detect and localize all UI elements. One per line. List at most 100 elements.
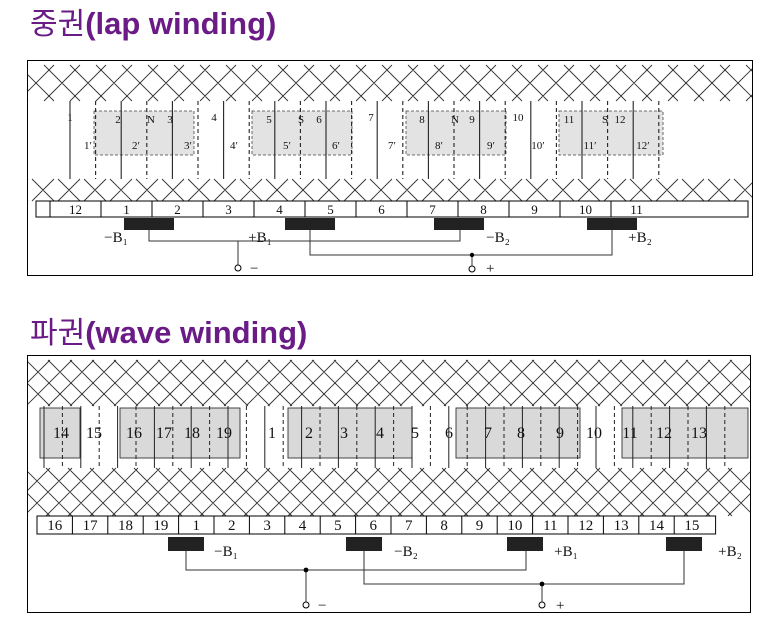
lap-coil-label: 3 [167, 114, 173, 126]
wave-bottom-end-connections [28, 467, 750, 517]
wave-pole-2 [119, 407, 241, 459]
wave-commutator-segment: 1 [193, 518, 201, 534]
wave-coil-label: 17 [156, 425, 172, 442]
lap-coil-label: 1 [67, 112, 73, 124]
lap-coil-label: 6′ [332, 140, 340, 152]
lap-coil-label: S [298, 114, 304, 126]
lap-coil-label: 10′ [531, 140, 544, 152]
lap-brush-1 [124, 218, 174, 230]
lap-coil-label: 5′ [283, 140, 291, 152]
lap-pole-1 [93, 110, 195, 156]
wave-coil-label: 19 [216, 425, 232, 442]
lap-brush-4 [587, 218, 637, 230]
lap-coil-label: 12′ [636, 140, 649, 152]
wave-title-english: (wave winding) [85, 315, 308, 350]
wave-coil-label: 6 [445, 425, 453, 442]
lap-commutator-segment: 12 [69, 202, 82, 217]
lap-positive-terminal [468, 265, 476, 273]
wave-coil-label: 10 [586, 425, 602, 442]
wave-brush-label: −B₁ [214, 544, 238, 560]
lap-bottom-end-connections [28, 178, 752, 202]
wave-commutator-segment: 7 [405, 518, 413, 534]
wave-title-korean: 파권 [30, 316, 86, 351]
wave-commutator-segment: 3 [263, 518, 271, 534]
wave-brush-label: +B₁ [554, 544, 578, 560]
lap-coil-label: S [602, 114, 608, 126]
lap-pole-2 [251, 110, 353, 156]
wave-coil-label: 14 [53, 425, 69, 442]
lap-coil-label: 11 [564, 114, 575, 126]
wave-commutator-segment: 16 [47, 518, 63, 534]
wave-pole-1 [39, 407, 81, 459]
lap-commutator-segment: 8 [480, 202, 487, 217]
lap-coil-label: 8 [419, 114, 425, 126]
wave-coil-label: 5 [411, 425, 419, 442]
wave-negative-wire [185, 551, 527, 602]
wave-coil-label: 16 [126, 425, 142, 442]
wave-coil-label: 4 [376, 425, 384, 442]
wave-commutator-segment: 11 [543, 518, 557, 534]
lap-coil-label: 9′ [487, 140, 495, 152]
wave-commutator-segment: 17 [83, 518, 99, 534]
lap-brush-label: −B₁ [104, 230, 128, 246]
wave-coil-label: 8 [517, 425, 525, 442]
lap-coil-label: 2′ [132, 140, 140, 152]
lap-coil-label: 12 [615, 114, 626, 126]
wave-commutator-segment: 12 [578, 518, 593, 534]
wave-brush-label: +B₂ [718, 544, 742, 560]
wave-coil-label: 13 [691, 425, 707, 442]
lap-commutator-segment: 3 [225, 202, 232, 217]
wave-commutator-segment: 13 [614, 518, 629, 534]
wave-coil-label: 1 [268, 425, 276, 442]
wave-coil-label: 3 [340, 425, 348, 442]
wave-brush-2 [346, 537, 382, 551]
wave-terminal-plus: + [556, 598, 564, 612]
lap-coil-label: 2 [115, 114, 121, 126]
lap-brush-label: +B₂ [628, 230, 652, 246]
lap-commutator-segment: 11 [630, 202, 643, 217]
lap-pole-4 [558, 110, 664, 156]
wave-coil-label: 11 [622, 425, 637, 442]
lap-coil-label: 4 [211, 112, 217, 124]
lap-pole-3 [405, 110, 507, 156]
lap-commutator-segment: 4 [276, 202, 283, 217]
wave-commutator-segment: 8 [440, 518, 448, 534]
wave-junction-dot-positive [539, 581, 545, 587]
lap-title-english: (lap winding) [85, 6, 277, 41]
lap-commutator-segment: 10 [579, 202, 592, 217]
wave-commutator-segment: 5 [334, 518, 342, 534]
lap-commutator-segment: 6 [378, 202, 385, 217]
wave-coil-label: 15 [86, 425, 102, 442]
wave-top-end-connections [28, 359, 750, 407]
wave-coil-label: 9 [556, 425, 564, 442]
lap-coil-label: 7 [368, 112, 374, 124]
lap-brush-label: +B₁ [248, 230, 272, 246]
wave-coil-label: 12 [656, 425, 672, 442]
lap-commutator [35, 200, 749, 218]
lap-brush-3 [434, 218, 484, 230]
lap-coil-label: 8′ [435, 140, 443, 152]
lap-coil-label: 9 [469, 114, 475, 126]
wave-coil-label: 7 [484, 425, 492, 442]
wave-coil-label: 2 [305, 425, 313, 442]
lap-positive-wire [309, 230, 613, 267]
wave-brush-4 [666, 537, 702, 551]
lap-coil-label: 1′ [84, 140, 92, 152]
wave-commutator-segment: 18 [118, 518, 133, 534]
wave-positive-terminal [538, 601, 546, 609]
lap-commutator-segment: 1 [123, 202, 130, 217]
lap-winding-title: 중권(lap winding) [30, 6, 276, 43]
lap-brush-label: −B₂ [486, 230, 510, 246]
lap-commutator-segment: 9 [531, 202, 538, 217]
lap-brush-2 [285, 218, 335, 230]
wave-coil-label: 18 [184, 425, 200, 442]
lap-coil-label: 5 [266, 114, 272, 126]
wave-brush-3 [507, 537, 543, 551]
wave-commutator-segment: 6 [370, 518, 378, 534]
